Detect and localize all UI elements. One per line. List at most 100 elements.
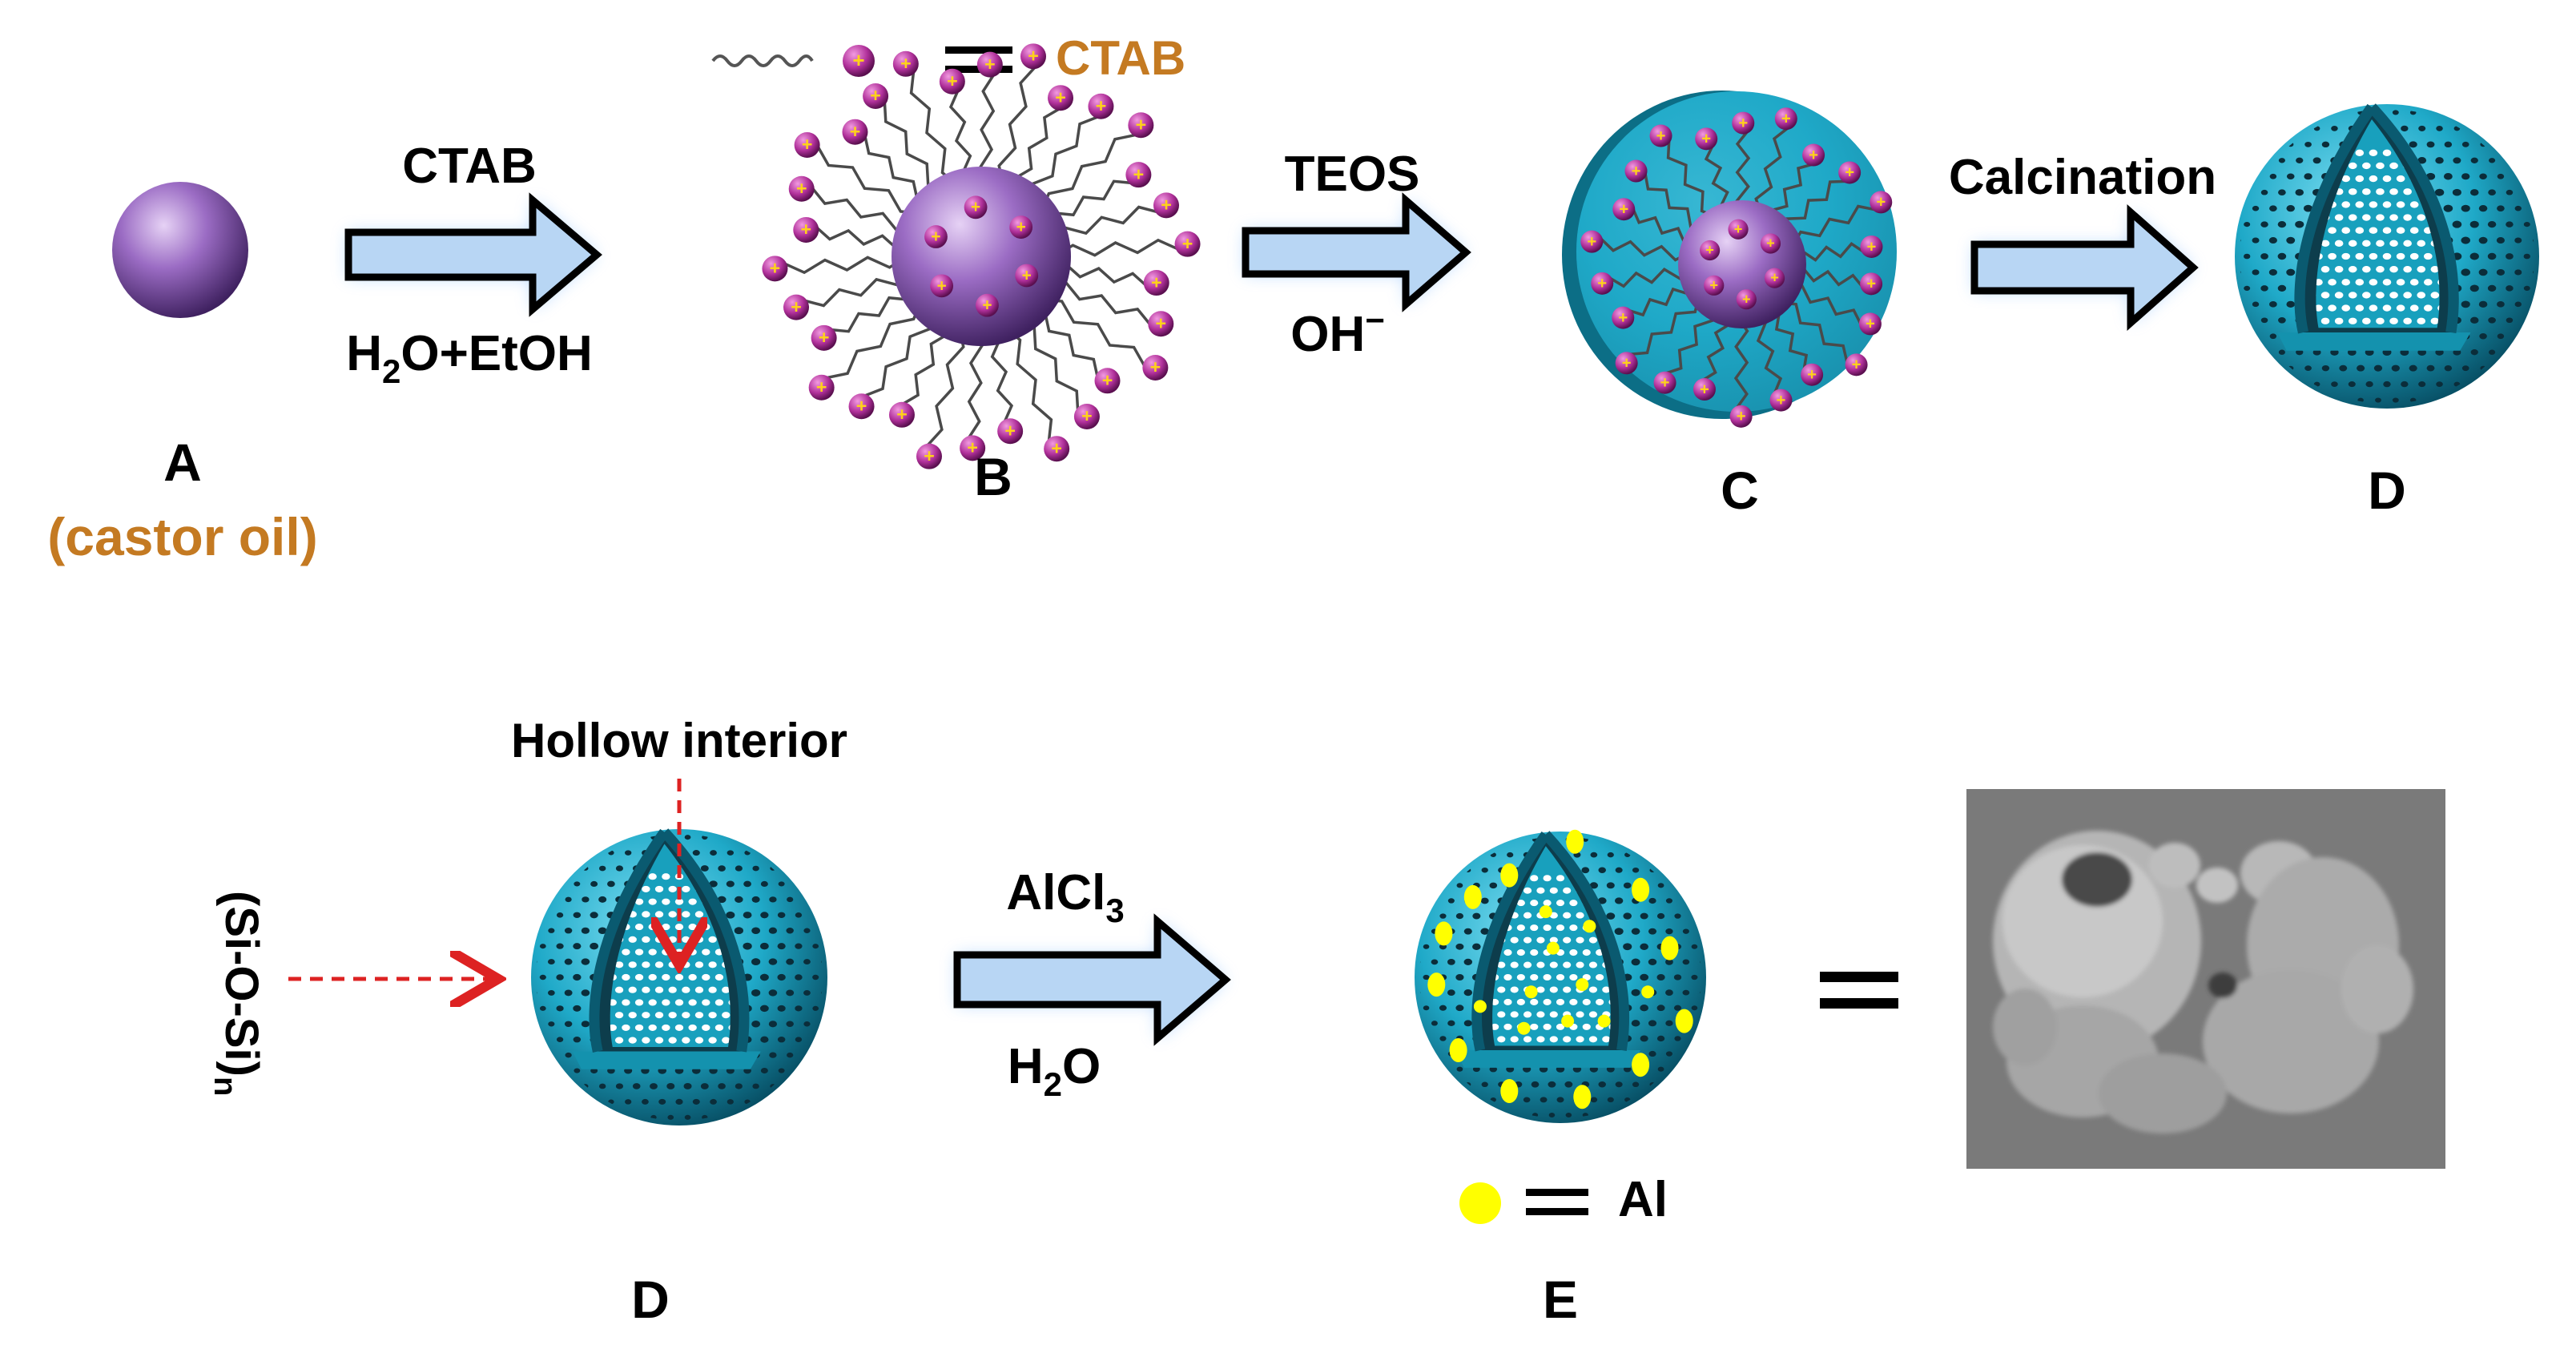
svg-text:+: +	[1004, 420, 1016, 441]
surfactant-head-icon: +	[892, 50, 919, 77]
aluminium-site-icon	[1573, 1085, 1592, 1109]
sem-equals	[1820, 972, 1898, 1009]
stage-b: ++++++++++++++++++++++++++++++++++++ B	[762, 43, 1201, 506]
svg-text:+: +	[1182, 233, 1193, 254]
surfactant-head-icon: +	[783, 294, 810, 320]
surfactant-head-icon: +	[1858, 312, 1882, 336]
surfactant-head-icon: +	[1693, 378, 1716, 401]
svg-text:+: +	[1597, 275, 1607, 292]
surfactant-head-icon: +	[997, 418, 1024, 445]
equals-sign	[945, 46, 1012, 54]
surfactant-head-icon: +	[1801, 363, 1824, 386]
surfactant-head-icon: +	[960, 435, 986, 461]
surfactant-head-icon: +	[811, 324, 837, 351]
surfactant-head-icon: +	[1760, 233, 1781, 254]
surfactant-head-icon: +	[888, 401, 915, 428]
arrow-step-4: AlCl3 H2O	[953, 865, 1231, 1103]
surfactant-head-icon: +	[1128, 112, 1154, 139]
surfactant-head-icon: +	[1764, 268, 1785, 288]
surfactant-head-icon: +	[1174, 231, 1201, 257]
surfactant-head-icon: +	[1838, 161, 1862, 184]
right-arrow-icon	[344, 192, 602, 317]
surfactant-head-icon: +	[976, 51, 1003, 78]
svg-text:+: +	[852, 48, 864, 72]
svg-text:+: +	[1866, 276, 1876, 293]
framework-label: (Si-O-Si)n	[207, 891, 268, 1096]
svg-text:+: +	[802, 134, 813, 155]
surfactant-head-icon: +	[1044, 436, 1070, 462]
surfactant-head-icon: +	[1009, 215, 1033, 239]
aluminium-site-icon	[1632, 1053, 1650, 1077]
svg-text:+: +	[1055, 87, 1066, 107]
stage-a-caption: (castor oil)	[47, 507, 317, 566]
aluminium-site-icon	[1660, 936, 1679, 960]
surfactant-head-icon: +	[976, 293, 999, 317]
svg-text:+: +	[1136, 114, 1147, 135]
surfactant-head-icon: +	[762, 256, 788, 282]
surfactant-head-icon: +	[1736, 289, 1757, 310]
surfactant-head-icon: +	[1612, 306, 1635, 329]
aluminium-sites	[1427, 829, 1693, 1109]
al-legend-dot-icon	[1459, 1182, 1501, 1224]
stage-d-letter: D	[2368, 461, 2406, 520]
surfactant-head-icon: +	[808, 374, 835, 401]
ctab-tail-icon	[711, 54, 814, 67]
svg-text:+: +	[1770, 270, 1779, 286]
surfactant-head-icon: +	[842, 119, 868, 145]
surfactant-head-icon: +	[1143, 270, 1169, 296]
surfactant-head-icon: +	[1653, 371, 1676, 394]
svg-text:+: +	[1619, 201, 1628, 219]
stage-a: A (castor oil)	[47, 182, 318, 566]
svg-text:+: +	[850, 121, 861, 142]
surfactant-head-icon: +	[1769, 389, 1793, 412]
right-arrow-icon	[1970, 204, 2199, 331]
aluminium-site-icon	[1500, 863, 1519, 888]
svg-text:+: +	[1809, 147, 1818, 164]
svg-text:+: +	[1705, 242, 1714, 258]
surfactant-head-icon: +	[794, 132, 820, 159]
surfactant-head-icon: +	[939, 68, 965, 95]
micelle-core-icon	[892, 167, 1071, 346]
svg-text:+: +	[791, 296, 802, 317]
stage-a-letter: A	[163, 433, 202, 492]
surfactant-head-icon: +	[793, 216, 819, 243]
svg-text:+: +	[924, 445, 935, 466]
svg-text:+: +	[971, 198, 980, 216]
step-3-process: Calcination	[1949, 150, 2216, 205]
stage-c: ++++++++++++++++++++++++++++ C	[1562, 91, 1897, 520]
svg-text:+: +	[1807, 366, 1817, 384]
svg-text:+: +	[1587, 233, 1596, 251]
surfactant-head-icon: +	[1704, 275, 1725, 296]
svg-text:+: +	[1852, 356, 1862, 374]
svg-text:+: +	[856, 395, 867, 416]
svg-text:+: +	[1660, 374, 1670, 392]
aluminium-site-icon	[1473, 1000, 1487, 1013]
surfactant-head-icon: +	[1020, 43, 1047, 70]
step-1-solvent: H2O+EtOH	[346, 326, 593, 390]
svg-text:+: +	[967, 437, 978, 458]
svg-text:+: +	[982, 296, 992, 315]
equals-sign	[1820, 972, 1898, 982]
surfactant-head-icon: +	[1153, 192, 1179, 219]
micelle-core-icon	[1678, 200, 1806, 328]
surfactant-head-icon: +	[1073, 404, 1100, 430]
ctab-legend-label: CTAB	[1056, 31, 1185, 85]
aluminium-site-icon	[1675, 1009, 1693, 1033]
surfactant-head-icon: +	[788, 175, 815, 202]
surfactant-head-icon: +	[1728, 219, 1749, 240]
surfactant-head-icon: +	[1094, 368, 1121, 394]
surfactant-head-icon: +	[1591, 272, 1614, 295]
stage-d-top: D	[2235, 103, 2539, 520]
surfactant-head-icon: +	[1615, 352, 1638, 375]
aluminium-site-icon	[1463, 884, 1482, 909]
arrow-step-1: CTAB H2O+EtOH	[344, 139, 602, 390]
aluminium-site-icon	[1449, 1038, 1467, 1062]
aluminium-site-icon	[1576, 978, 1589, 992]
aluminium-site-icon	[1427, 972, 1446, 997]
svg-text:+: +	[1028, 46, 1039, 66]
sem-image	[1966, 789, 2445, 1169]
surfactant-head-icon: +	[1580, 230, 1604, 253]
surfactant-head-icon: +	[1048, 85, 1074, 111]
surfactant-head-icon: +	[1729, 405, 1753, 428]
